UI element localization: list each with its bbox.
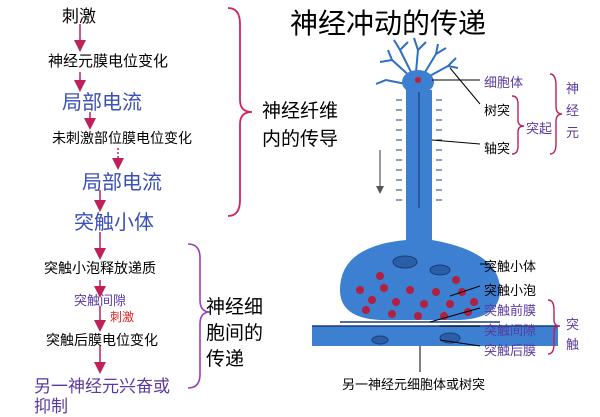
bracket-fiber-line2: 内的传导: [262, 128, 339, 150]
label-dendrite: 树突: [484, 104, 511, 119]
flow-step-stimulus: 刺激: [62, 7, 96, 27]
flow-step-unstimulated: 未刺激部位膜电位变化: [52, 131, 192, 147]
label-neuron-2: 经: [566, 104, 580, 119]
brace-fiber: [227, 7, 253, 217]
flow-arrows: [74, 24, 124, 374]
label-synapse-2: 触: [566, 338, 580, 353]
label-protrusion: 突起: [526, 122, 553, 137]
label-vesicle: 突触小泡: [484, 284, 537, 299]
flow-step-local-current-2: 局部电流: [82, 170, 162, 194]
label-cell-body: 细胞体: [484, 76, 524, 91]
label-neuron-1: 神: [566, 82, 580, 97]
bottom-caption: 另一神经元细胞体或树突: [342, 378, 486, 393]
label-post-membrane: 突触后膜: [484, 344, 537, 359]
bracket-fiber-line1: 神经纤维: [262, 100, 339, 122]
flow-step-cleft: 突触间隙: [74, 294, 127, 309]
label-cleft: 突触间隙: [484, 324, 537, 339]
bracket-cell-line3: 传递: [206, 348, 245, 370]
page-title: 神经冲动的传递: [290, 7, 487, 40]
label-axon: 轴突: [484, 142, 511, 157]
flow-step-synaptic-knob: 突触小体: [74, 210, 154, 234]
diagram-graphics: [74, 7, 563, 389]
bracket-cell-line1: 神经细: [206, 296, 264, 318]
label-synapse-1: 突: [566, 318, 580, 333]
bracket-cell-line2: 胞间的: [206, 322, 264, 344]
label-neuron-3: 元: [566, 126, 580, 141]
flow-step-local-current-1: 局部电流: [62, 90, 142, 114]
brace-protrusion: [511, 95, 525, 155]
flow-step-membrane-change: 神经元膜电位变化: [48, 52, 169, 70]
flow-step-stimulus-2: 刺激: [110, 310, 135, 324]
label-pre-membrane: 突触前膜: [484, 304, 537, 319]
flow-step-excite-line1: 另一神经元兴奋或: [34, 377, 170, 397]
brace-synapse: [547, 299, 561, 355]
label-synaptic-knob: 突触小体: [484, 260, 537, 275]
brace-cell: [187, 243, 211, 389]
vesicles: [356, 272, 478, 320]
flow-step-excite-line2: 抑制: [34, 397, 68, 417]
nucleus: [415, 77, 421, 83]
flow-step-release: 突触小泡释放递质: [44, 261, 156, 277]
brace-neuron: [549, 73, 563, 155]
flow-step-post-change: 突触后膜电位变化: [46, 333, 158, 349]
